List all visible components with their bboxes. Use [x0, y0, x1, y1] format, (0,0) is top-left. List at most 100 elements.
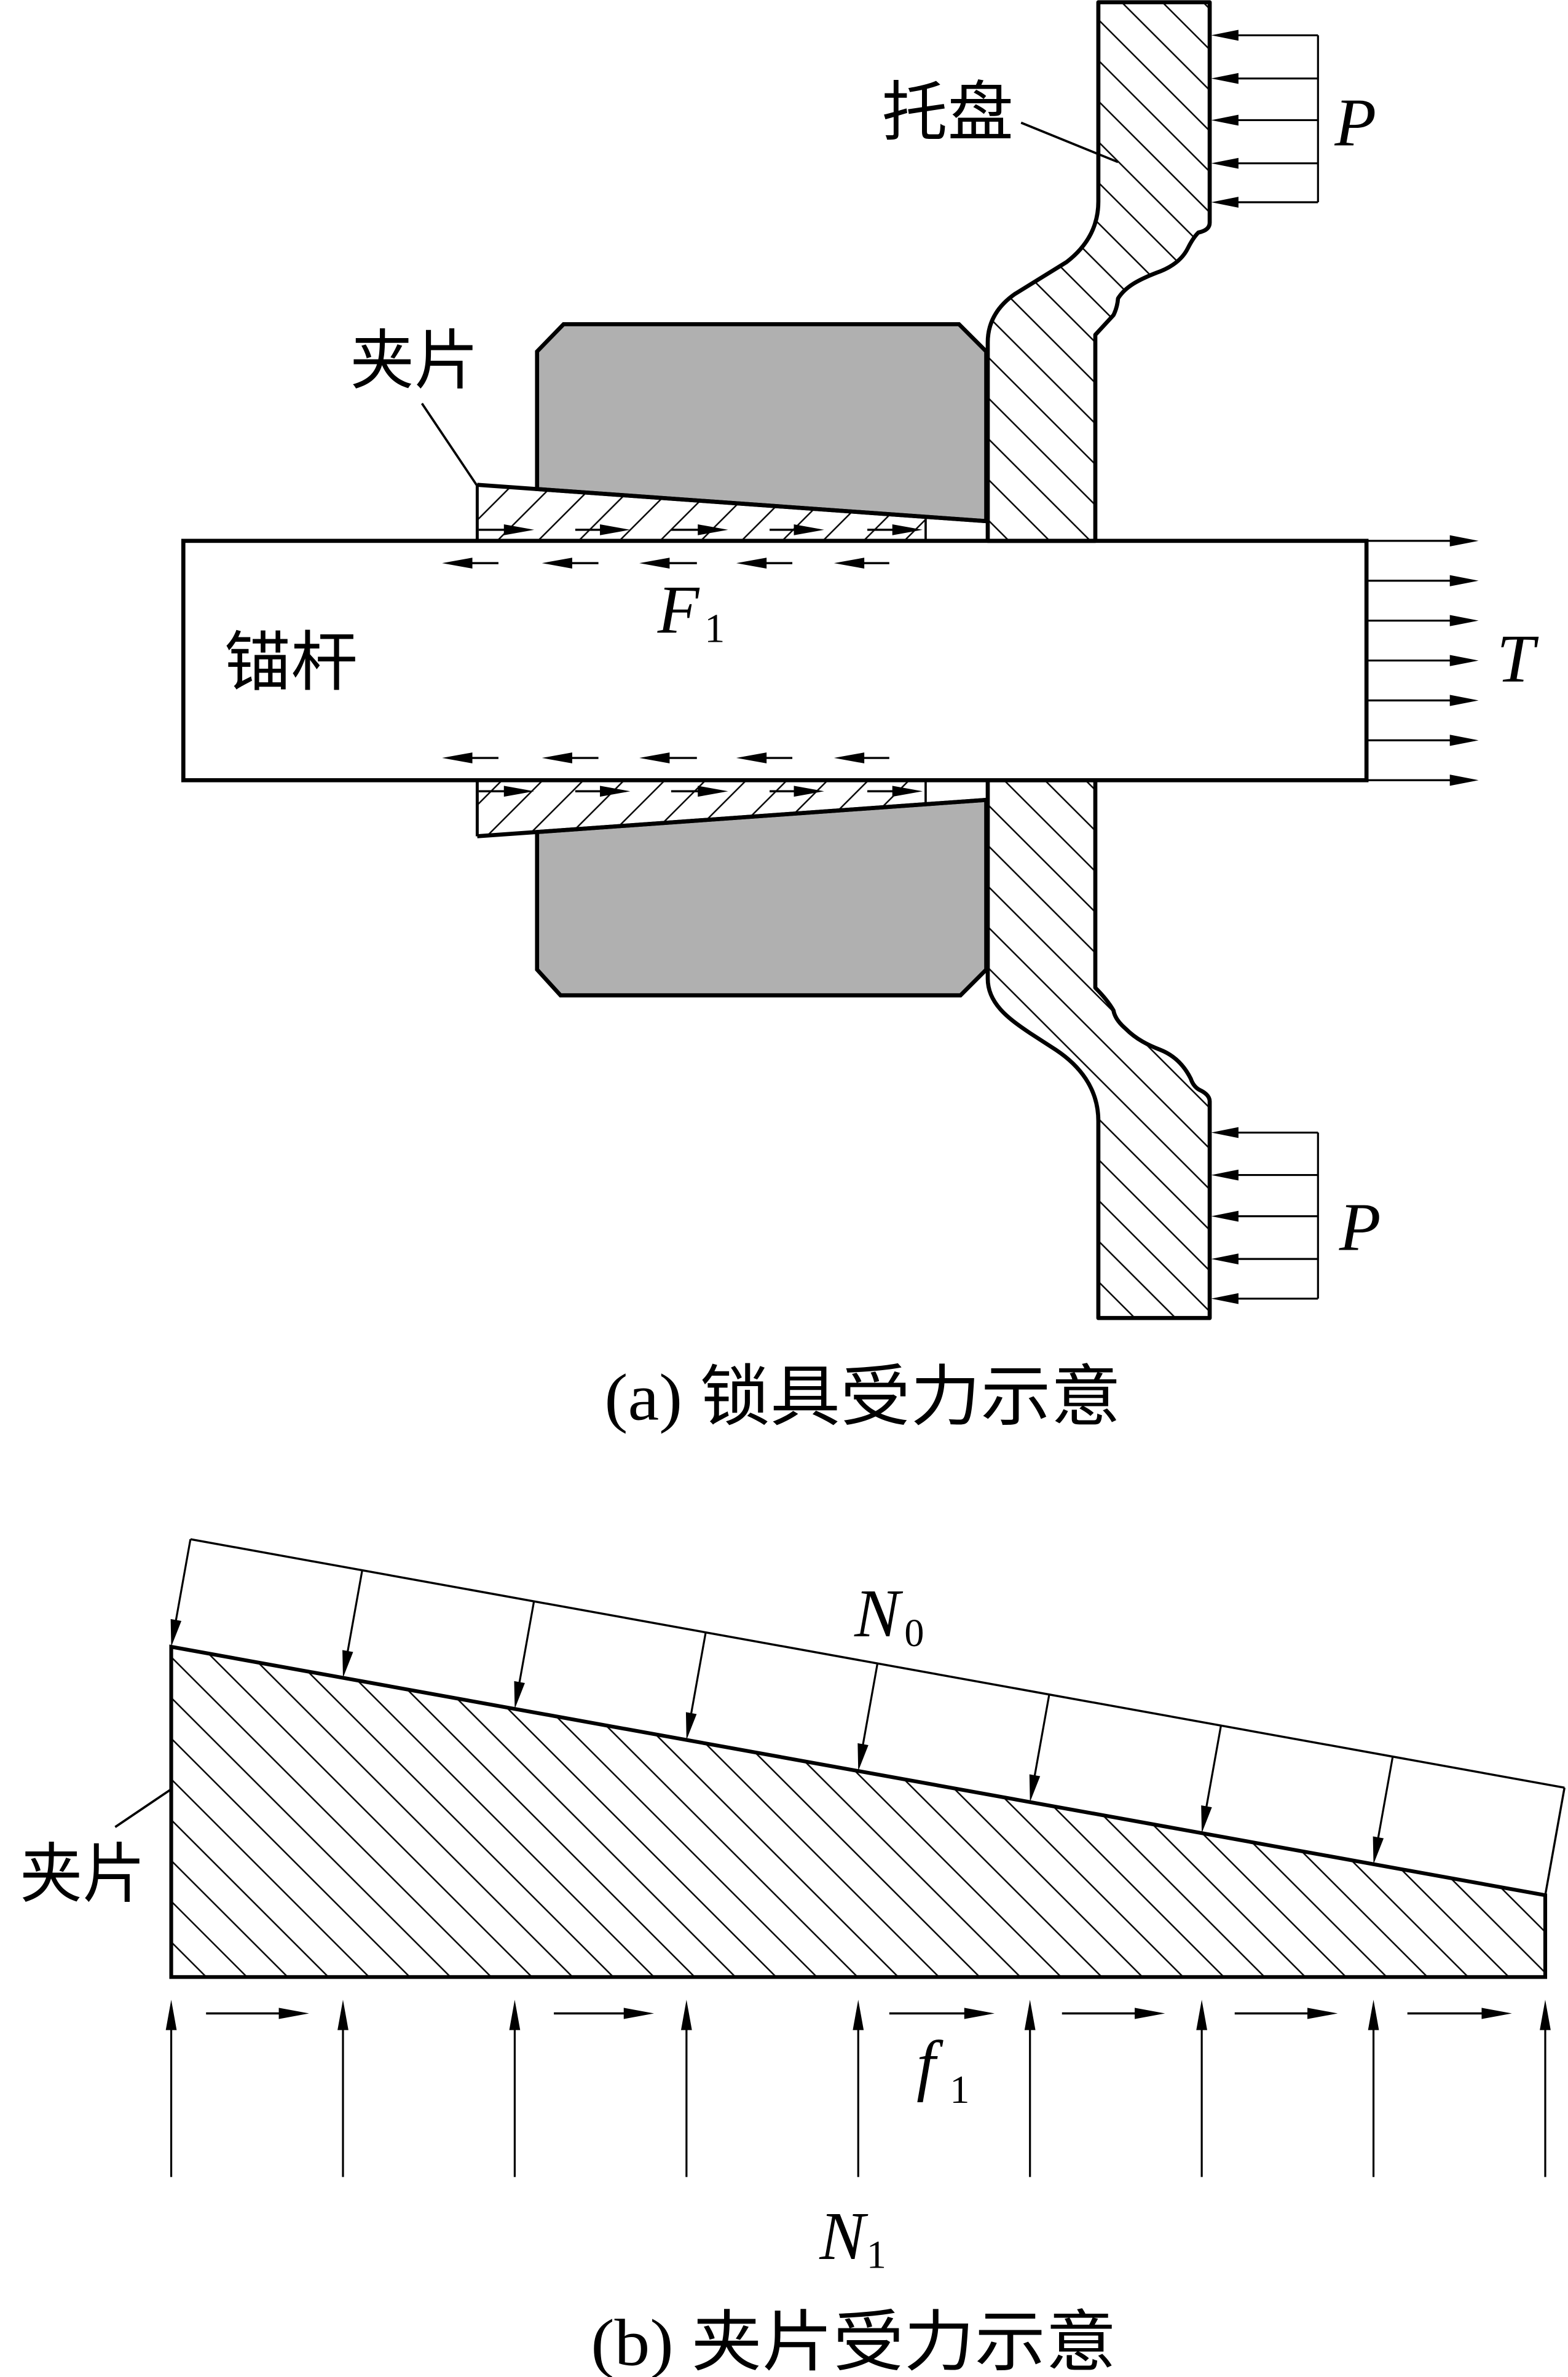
f1-small-arrow: [554, 2008, 655, 2019]
p-lower-arrow-head: [1211, 1169, 1239, 1181]
f1-arrow: [639, 752, 697, 763]
n0-arrow: [1373, 1756, 1394, 1864]
n0-arrow-head: [170, 1618, 182, 1647]
tray-plate-upper: [985, 0, 1212, 543]
leader-line-wedge-a: [420, 403, 478, 486]
p-lower-arrow: [1211, 1210, 1318, 1222]
wedge-reaction-arrow-head: [892, 524, 923, 535]
force-arrows-wedge-reaction: [478, 524, 923, 797]
f1-small-arrow: [1062, 2008, 1165, 2019]
p-upper-arrow-head: [1211, 30, 1239, 41]
wedge-reaction-arrow: [478, 524, 535, 535]
p-upper-arrow: [1211, 157, 1318, 169]
f1-arrow-head: [542, 752, 572, 763]
force-arrows-p-upper: [1211, 30, 1319, 208]
p-upper-arrow-head: [1211, 73, 1239, 84]
n0-arrow-shaft: [862, 1663, 879, 1746]
p-lower-arrow-head: [1211, 1127, 1239, 1138]
n0-arrow-head: [1373, 1836, 1384, 1864]
n1-arrow: [853, 2000, 864, 2177]
t-arrow: [1366, 575, 1479, 586]
p-lower-arrow: [1211, 1127, 1318, 1138]
n0-arrow-head: [342, 1650, 353, 1678]
n0-arrow: [857, 1663, 879, 1772]
f1-small-arrow: [1407, 2008, 1512, 2019]
wedge-upper-section: [477, 484, 926, 541]
force-arrows-n1: [165, 2000, 1551, 2177]
t-arrow: [1366, 615, 1479, 626]
t-arrow-head: [1449, 695, 1479, 706]
f1-arrow-head: [639, 558, 670, 569]
n0-arrow-shaft: [1033, 1694, 1050, 1777]
f1-arrow: [542, 752, 599, 763]
wedge-lower-taper-edge: [477, 798, 987, 838]
n1-arrow-head: [1196, 2000, 1207, 2030]
force-arrows-n0: [170, 1538, 1566, 1896]
p-lower-arrow-head: [1211, 1210, 1239, 1222]
caption-panel-b: (b) 夹片受力示意: [591, 2306, 1116, 2377]
wedge-reaction-arrow-head: [503, 786, 535, 797]
p-upper-arrow: [1211, 197, 1318, 208]
t-arrow-head: [1449, 615, 1479, 626]
p-upper-arrow-head: [1211, 197, 1239, 208]
p-lower-arrow: [1211, 1169, 1318, 1181]
wedge-reaction-arrow: [770, 524, 824, 535]
wedge-reaction-arrow-head: [892, 786, 923, 797]
force-arrows-f1-small: [206, 2008, 1512, 2019]
p-lower-arrow-head: [1211, 1253, 1239, 1264]
wedge-reaction-arrow: [867, 786, 923, 797]
n1-arrow-head: [680, 2000, 692, 2030]
force-subscript-f1-small: 1: [950, 2068, 969, 2111]
tray-plate-lower: [985, 778, 1212, 1320]
wedge-reaction-arrow-head: [698, 524, 728, 535]
caption-panel-a: (a) 锁具受力示意: [604, 1360, 1121, 1434]
label-anchor-rod: 锚杆: [224, 627, 358, 699]
nut-upper: [535, 322, 988, 524]
n0-arrow: [1029, 1694, 1050, 1802]
n0-arrow-head: [857, 1743, 869, 1772]
f1-arrow: [833, 752, 889, 763]
f1-small-arrow-head: [623, 2008, 655, 2019]
force-symbol-n0: N: [854, 1575, 904, 1651]
p-upper-arrow: [1211, 114, 1318, 126]
n0-arrow: [170, 1539, 192, 1647]
n1-arrow: [165, 2000, 177, 2177]
f1-arrow: [542, 558, 599, 569]
force-subscript-n0: 0: [904, 1611, 924, 1655]
n1-arrow: [1024, 2000, 1036, 2177]
n1-arrow-head: [1540, 2000, 1551, 2030]
n0-arrow-shaft: [690, 1632, 707, 1715]
wedge-reaction-arrow-head: [794, 524, 824, 535]
force-label-n1: N1: [819, 2198, 886, 2277]
wedge-reaction-arrow: [770, 786, 824, 797]
t-arrow: [1366, 535, 1479, 546]
force-symbol-f1-small: f: [916, 2027, 944, 2102]
p-upper-arrow: [1211, 30, 1318, 41]
f1-arrow-head: [542, 558, 572, 569]
force-symbol-p-lower: P: [1339, 1189, 1381, 1264]
force-label-p-lower: P: [1339, 1189, 1381, 1264]
n0-arrow: [685, 1632, 707, 1740]
t-arrow-head: [1449, 735, 1479, 746]
n0-arrow: [1201, 1725, 1222, 1834]
wedge-reaction-arrow-head: [503, 524, 535, 535]
force-subscript-n1: 1: [867, 2233, 886, 2277]
leader-line-tray: [1020, 121, 1119, 164]
force-symbol-t: T: [1497, 621, 1539, 696]
wedge-lower-section: [477, 780, 926, 837]
f1-arrow: [442, 558, 498, 569]
n0-arrow-shaft: [1377, 1756, 1394, 1839]
n0-arrow-shaft: [175, 1539, 192, 1622]
n0-arrow: [342, 1570, 363, 1678]
wedge-reaction-arrow: [671, 524, 728, 535]
f1-arrow-head: [639, 752, 670, 763]
wedge-reaction-arrow-head: [600, 524, 631, 535]
wedge-reaction-arrow: [671, 786, 728, 797]
wedge-reaction-arrow: [575, 524, 631, 535]
f1-arrow: [442, 752, 498, 763]
wedge-upper-taper-edge: [477, 483, 987, 524]
wedge-reaction-arrow-head: [600, 786, 631, 797]
